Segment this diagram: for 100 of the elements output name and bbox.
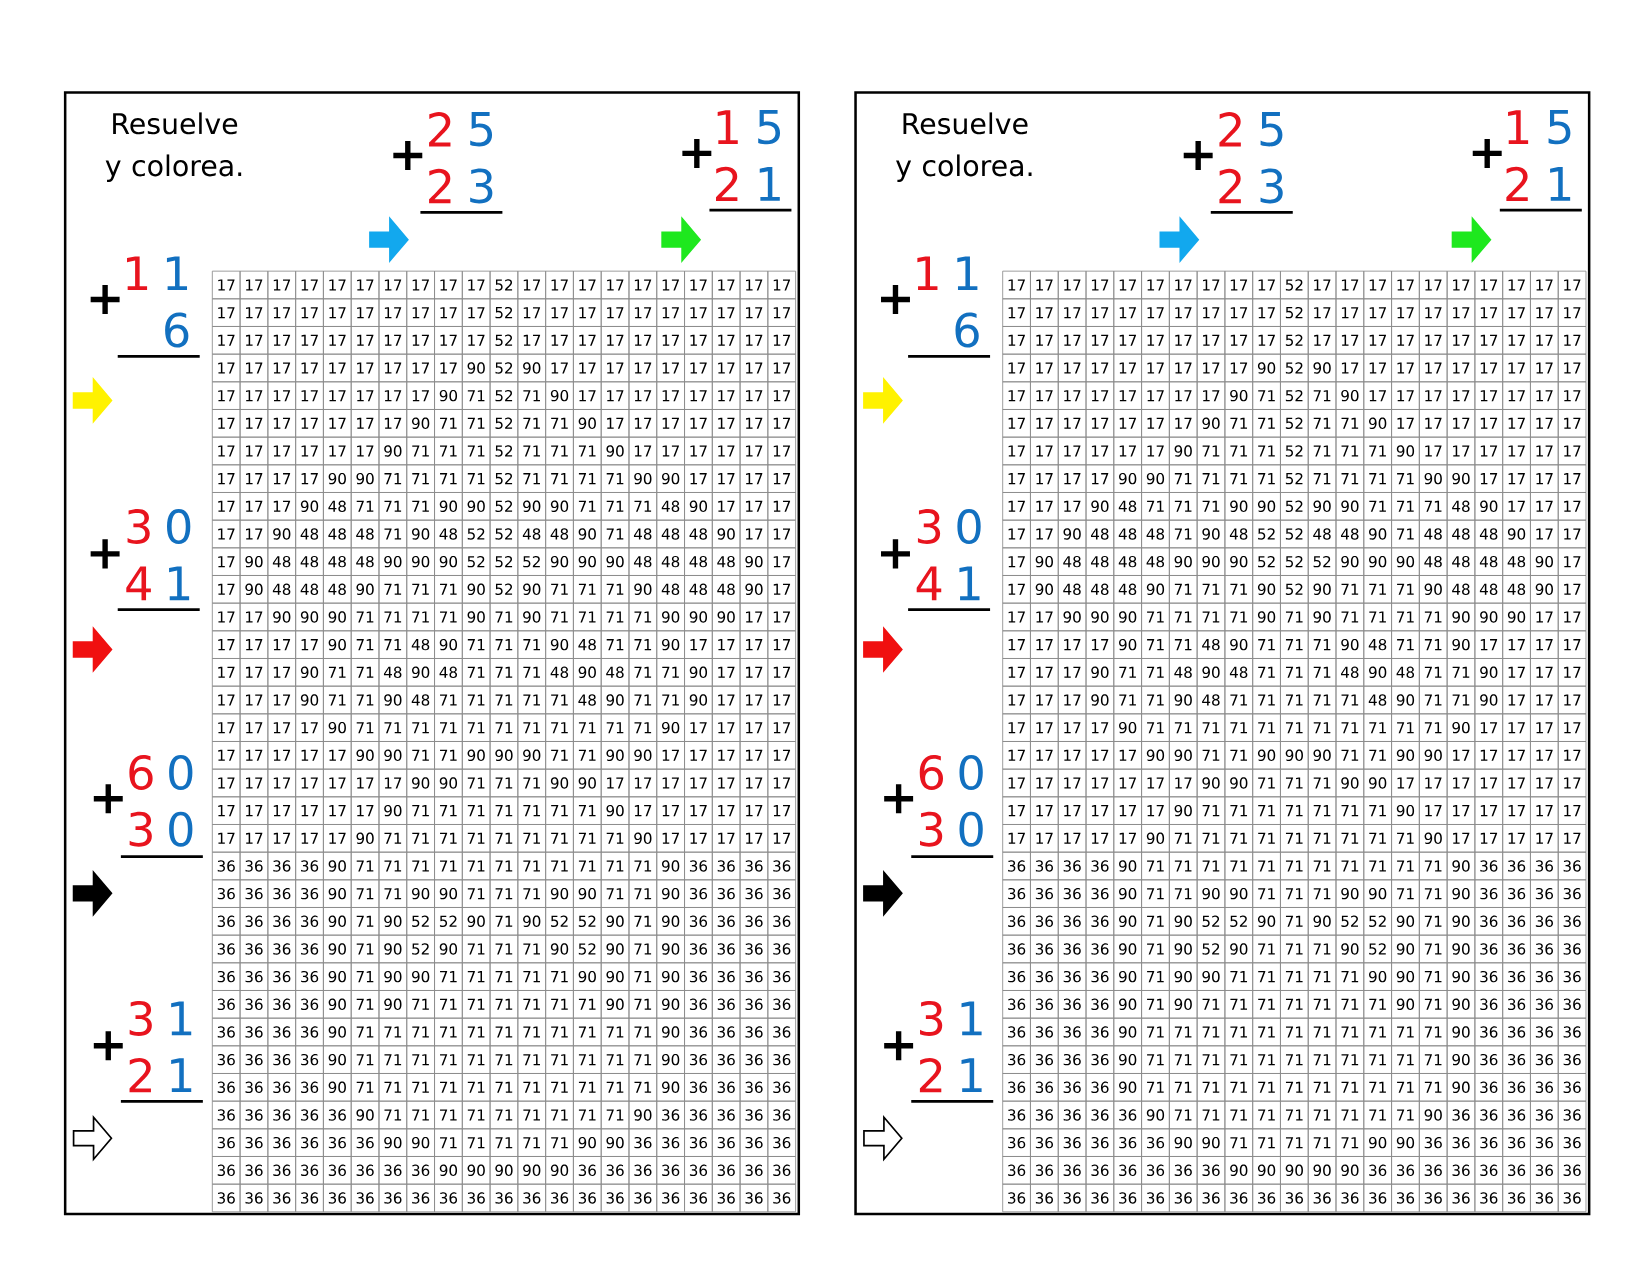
number-cell: 90 — [1391, 740, 1420, 770]
number-cell: 71 — [378, 1072, 408, 1102]
number-cell: 52 — [1280, 436, 1309, 466]
number-cell: 36 — [711, 1045, 741, 1074]
number-cell: 90 — [1196, 1128, 1226, 1157]
number-cell: 90 — [239, 574, 269, 604]
number-cell: 17 — [1085, 325, 1115, 355]
number-cell: 17 — [545, 270, 574, 300]
digit: 1 — [171, 1058, 192, 1092]
number-cell: 36 — [239, 1045, 269, 1074]
number-cell: 71 — [628, 934, 658, 964]
number-cell: 90 — [1502, 519, 1531, 549]
number-cell: 17 — [1002, 547, 1031, 576]
number-cell: 71 — [545, 962, 574, 991]
number-cell: 90 — [573, 879, 602, 908]
number-cell: 71 — [461, 1045, 491, 1074]
number-cell: 71 — [545, 1017, 574, 1047]
number-cell: 36 — [767, 1045, 797, 1074]
number-cell: 36 — [378, 1155, 408, 1185]
number-cell: 71 — [545, 464, 574, 493]
number-cell: 71 — [489, 657, 519, 687]
number-cell: 17 — [1002, 298, 1031, 327]
number-cell: 71 — [1363, 436, 1392, 466]
number-cell: 17 — [1363, 325, 1392, 355]
number-cell: 17 — [1557, 685, 1587, 715]
number-cell: 48 — [711, 547, 741, 576]
number-cell: 17 — [1474, 796, 1504, 825]
number-cell: 17 — [267, 353, 297, 383]
number-cell: 17 — [1196, 381, 1226, 410]
number-cell: 17 — [656, 768, 685, 798]
instruction-text: Resuelve y colorea. — [896, 112, 1032, 182]
number-cell: 71 — [517, 408, 547, 438]
number-cell: 17 — [1530, 657, 1559, 687]
number-cell: 17 — [1391, 768, 1420, 798]
number-cell: 36 — [1474, 1072, 1504, 1102]
number-cell: 36 — [239, 934, 269, 964]
number-cell: 17 — [656, 740, 685, 770]
number-cell: 17 — [684, 408, 713, 438]
number-cell: 17 — [1502, 768, 1531, 798]
number-cell: 36 — [1057, 1183, 1087, 1213]
number-cell: 17 — [1418, 408, 1448, 438]
number-cell: 90 — [350, 823, 380, 853]
number-cell: 17 — [739, 408, 769, 438]
number-cell: 36 — [1057, 989, 1087, 1019]
number-cell: 17 — [1141, 768, 1170, 798]
number-cell: 71 — [1141, 630, 1170, 659]
number-cell: 17 — [295, 408, 324, 438]
number-cell: 71 — [517, 823, 547, 853]
number-cell: 17 — [267, 823, 297, 853]
digit: 2 — [919, 1057, 942, 1093]
number-cell: 17 — [267, 298, 297, 327]
number-cell: 71 — [1196, 436, 1226, 466]
number-cell: 71 — [1141, 713, 1170, 742]
number-cell: 90 — [1446, 851, 1476, 881]
number-cell: 17 — [406, 353, 435, 383]
number-cell: 17 — [656, 823, 685, 853]
number-cell: 17 — [1002, 657, 1031, 687]
number-cell: 71 — [461, 879, 491, 908]
number-cell: 17 — [1168, 408, 1198, 438]
number-cell: 90 — [517, 740, 547, 770]
number-cell: 71 — [600, 879, 630, 908]
number-cell: 71 — [573, 491, 602, 521]
number-cell: 17 — [239, 436, 269, 466]
number-cell: 90 — [267, 519, 297, 549]
number-cell: 90 — [628, 464, 658, 493]
number-cell: 17 — [1057, 464, 1087, 493]
number-cell: 71 — [1307, 768, 1337, 798]
number-cell: 17 — [573, 325, 602, 355]
number-cell: 71 — [1335, 823, 1365, 853]
number-cell: 71 — [350, 657, 380, 687]
number-cell: 36 — [211, 1072, 241, 1102]
number-cell: 71 — [628, 906, 658, 936]
number-cell: 17 — [1057, 491, 1087, 521]
digit: 1 — [171, 1001, 192, 1036]
number-cell: 36 — [1418, 1183, 1448, 1213]
digit: 5 — [1260, 111, 1283, 147]
number-cell: 90 — [1418, 823, 1448, 853]
number-cell: 17 — [434, 325, 463, 355]
number-cell: 17 — [1030, 298, 1059, 327]
number-cell: 71 — [1307, 713, 1337, 742]
number-cell: 71 — [1252, 934, 1281, 964]
number-cell: 17 — [1057, 381, 1087, 410]
number-cell: 48 — [406, 685, 435, 715]
number-cell: 71 — [628, 1017, 658, 1047]
digit: 5 — [470, 111, 493, 147]
number-cell: 71 — [1363, 491, 1392, 521]
number-cell: 90 — [489, 740, 519, 770]
number-cell: 71 — [1252, 962, 1281, 991]
number-cell: 17 — [739, 353, 769, 383]
number-cell: 71 — [461, 381, 491, 410]
number-cell: 17 — [1502, 740, 1531, 770]
number-cell: 90 — [1057, 519, 1087, 549]
number-cell: 48 — [267, 547, 297, 576]
number-cell: 17 — [711, 685, 741, 715]
number-cell: 71 — [1168, 491, 1198, 521]
number-cell: 36 — [1557, 1155, 1587, 1185]
number-cell: 71 — [517, 962, 547, 991]
number-cell: 71 — [517, 381, 547, 410]
number-cell: 17 — [1030, 491, 1059, 521]
digit: 2 — [1219, 111, 1241, 147]
